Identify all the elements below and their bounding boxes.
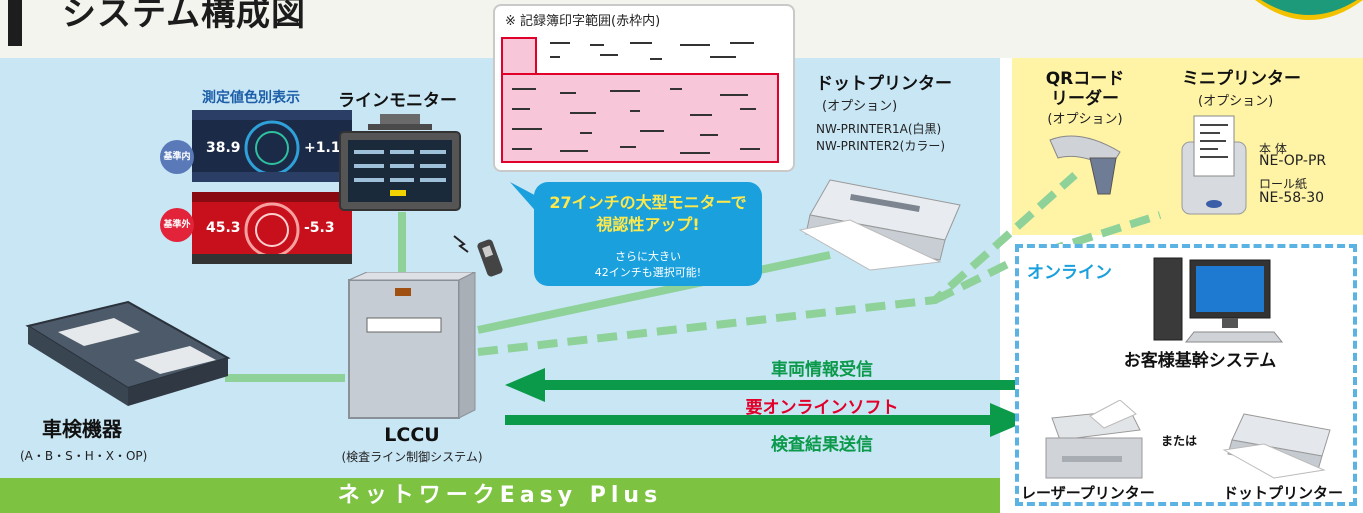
- callout-subtext-2: 42インチも選択可能!: [594, 266, 702, 279]
- callout-subtext-1: さらに大きい: [615, 250, 681, 263]
- line-monitor-icon: [339, 114, 461, 211]
- laser-printer-label: レーザープリンター: [1021, 484, 1155, 502]
- print-sample-image: [500, 32, 788, 166]
- lccu-sub: (検査ライン制御システム): [341, 450, 483, 464]
- qr-reader-title-2: リーダー: [1051, 89, 1119, 109]
- product-banner-text: ネットワークEasy Plus: [337, 483, 663, 508]
- inspection-equipment-sub: (A・B・S・H・X・OP): [20, 449, 148, 463]
- callout-tail: [510, 182, 544, 216]
- customer-system-label: お客様基幹システム: [1123, 351, 1277, 371]
- pc-icon: [1153, 257, 1284, 343]
- dot-printer-model-1: NW-PRINTER1A(白黒): [816, 122, 942, 136]
- mini-printer-title: ミニプリンター: [1182, 69, 1301, 89]
- callout-headline-2: 視認性アップ!: [596, 215, 700, 234]
- dot-printer-model-2: NW-PRINTER2(カラー): [816, 139, 946, 153]
- laser-printer-icon: [1045, 400, 1143, 479]
- online-soft-label: 要オンラインソフト: [745, 398, 899, 418]
- receive-label: 車両情報受信: [771, 360, 873, 380]
- print-sample-caption: ※ 記録簿印字範囲(赤枠内): [505, 14, 661, 29]
- outside-gauge-icon: [192, 192, 352, 264]
- send-arrow-head: [990, 403, 1030, 437]
- or-label: または: [1161, 434, 1198, 448]
- dot-printer-icon: [798, 179, 961, 271]
- measure-display-label: 測定値色別表示: [202, 90, 300, 106]
- dot-printer-option: (オプション): [822, 99, 898, 114]
- outside-badge: 基準外: [160, 208, 194, 242]
- line-monitor-label: ラインモニター: [338, 91, 457, 111]
- inspection-equipment-icon: [25, 300, 231, 406]
- monitor-callout: [534, 182, 762, 286]
- emblem-icon: [1255, 0, 1363, 20]
- lccu-cabinet-icon: [348, 272, 476, 419]
- lccu-title: LCCU: [384, 424, 440, 446]
- callout-headline-1: 27インチの大型モニターで: [549, 193, 747, 212]
- online-label: オンライン: [1027, 263, 1112, 283]
- mini-printer-roll-label: ロール紙: [1259, 177, 1308, 191]
- inside-badge: 基準内: [160, 140, 194, 174]
- qr-reader-option: (オプション): [1047, 112, 1123, 127]
- inspection-equipment-title: 車検機器: [42, 417, 122, 441]
- mini-printer-body-label: 本 体: [1259, 142, 1287, 156]
- mini-printer-body-model: NE-OP-PR: [1259, 153, 1327, 169]
- qr-reader-icon: [1049, 135, 1121, 195]
- send-label: 検査結果送信: [771, 435, 873, 455]
- inside-gauge-icon: [192, 110, 352, 182]
- mini-printer-icon: [1181, 115, 1247, 215]
- title-accent-bar: [8, 0, 22, 46]
- lccu-mini-dashed-line: [933, 211, 1162, 304]
- outside-right-value: -5.3: [304, 220, 335, 236]
- online-dot-printer-icon: [1222, 413, 1331, 479]
- receive-arrow-head: [505, 368, 545, 402]
- page-title: システム構成図: [62, 0, 306, 34]
- dot-printer-title: ドットプリンター: [816, 74, 952, 94]
- outside-left-value: 45.3: [206, 220, 241, 236]
- mini-printer-option: (オプション): [1198, 94, 1274, 109]
- inside-right-value: +1.1: [304, 140, 341, 156]
- lccu-printer-line: [477, 251, 831, 334]
- product-banner: [0, 478, 1000, 513]
- online-dot-printer-label: ドットプリンター: [1223, 484, 1344, 502]
- inside-left-value: 38.9: [206, 140, 241, 156]
- remote-control-icon: [453, 235, 503, 277]
- mini-printer-roll-model: NE-58-30: [1259, 190, 1325, 206]
- qr-reader-title-1: QRコード: [1045, 69, 1125, 89]
